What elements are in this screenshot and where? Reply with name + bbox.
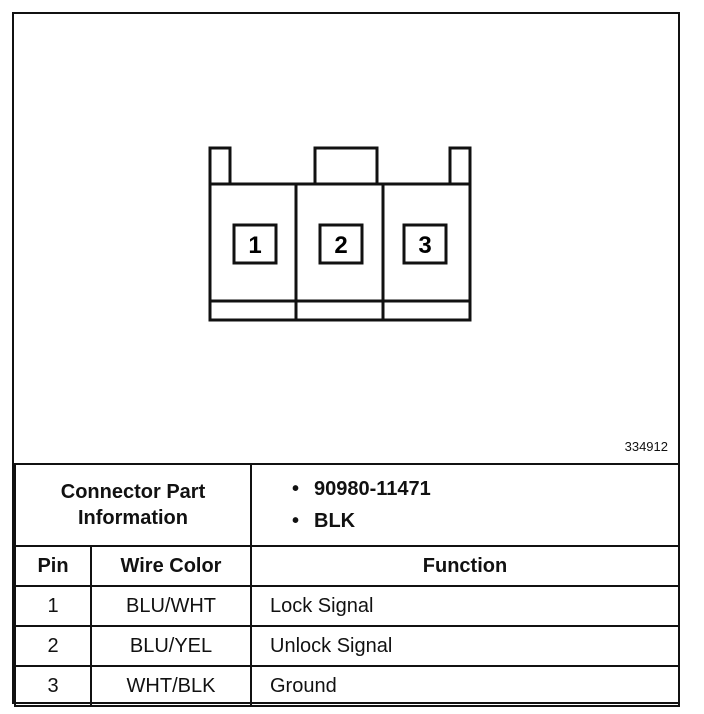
header-function: Function (250, 545, 680, 587)
pin-2-label: 2 (334, 232, 347, 259)
left-latch (208, 146, 232, 186)
header-row: Pin Wire Color Function (14, 545, 680, 587)
function-cell: Unlock Signal (250, 625, 680, 667)
wire-color-cell: BLU/WHT (90, 585, 252, 627)
wire-color-cell: BLU/YEL (90, 625, 252, 667)
right-latch (448, 146, 472, 186)
table-row: 2 BLU/YEL Unlock Signal (14, 625, 680, 667)
center-key (313, 146, 379, 186)
part-info-label-text: Connector Part Information (60, 481, 206, 529)
pin-cell: 3 (14, 665, 92, 707)
connector-body (208, 182, 472, 322)
connector-diagram: 1 2 3 334912 (14, 14, 678, 463)
part-info-label: Connector Part Information (14, 463, 252, 547)
header-pin: Pin (14, 545, 92, 587)
pin-1-label: 1 (248, 232, 261, 259)
connector-sheet: 1 2 3 334912 Connector Part Information … (12, 12, 680, 707)
pin-cell: 2 (14, 625, 92, 667)
header-wire-color: Wire Color (90, 545, 252, 587)
part-number-text: 90980-11471 (314, 478, 431, 500)
connector-drawing: 1 2 3 (208, 146, 472, 322)
function-cell: Ground (250, 665, 680, 707)
connector-table: Connector Part Information •90980-11471 … (14, 463, 680, 707)
pin-cell: 1 (14, 585, 92, 627)
table-row: 3 WHT/BLK Ground (14, 665, 680, 707)
part-info-row: Connector Part Information •90980-11471 … (14, 463, 680, 547)
wire-color-cell: WHT/BLK (90, 665, 252, 707)
pin-3-label: 3 (418, 232, 431, 259)
part-number: •90980-11471 (292, 478, 431, 500)
function-cell: Lock Signal (250, 585, 680, 627)
table-row: 1 BLU/WHT Lock Signal (14, 585, 680, 627)
part-info-values: •90980-11471 •BLK (250, 463, 680, 547)
connector-color: •BLK (292, 510, 356, 532)
pin-3-box (402, 223, 448, 265)
connector-color-text: BLK (314, 510, 356, 532)
figure-id: 334912 (624, 439, 668, 454)
pin-1-box (232, 223, 278, 265)
pin-2-box (318, 223, 364, 265)
